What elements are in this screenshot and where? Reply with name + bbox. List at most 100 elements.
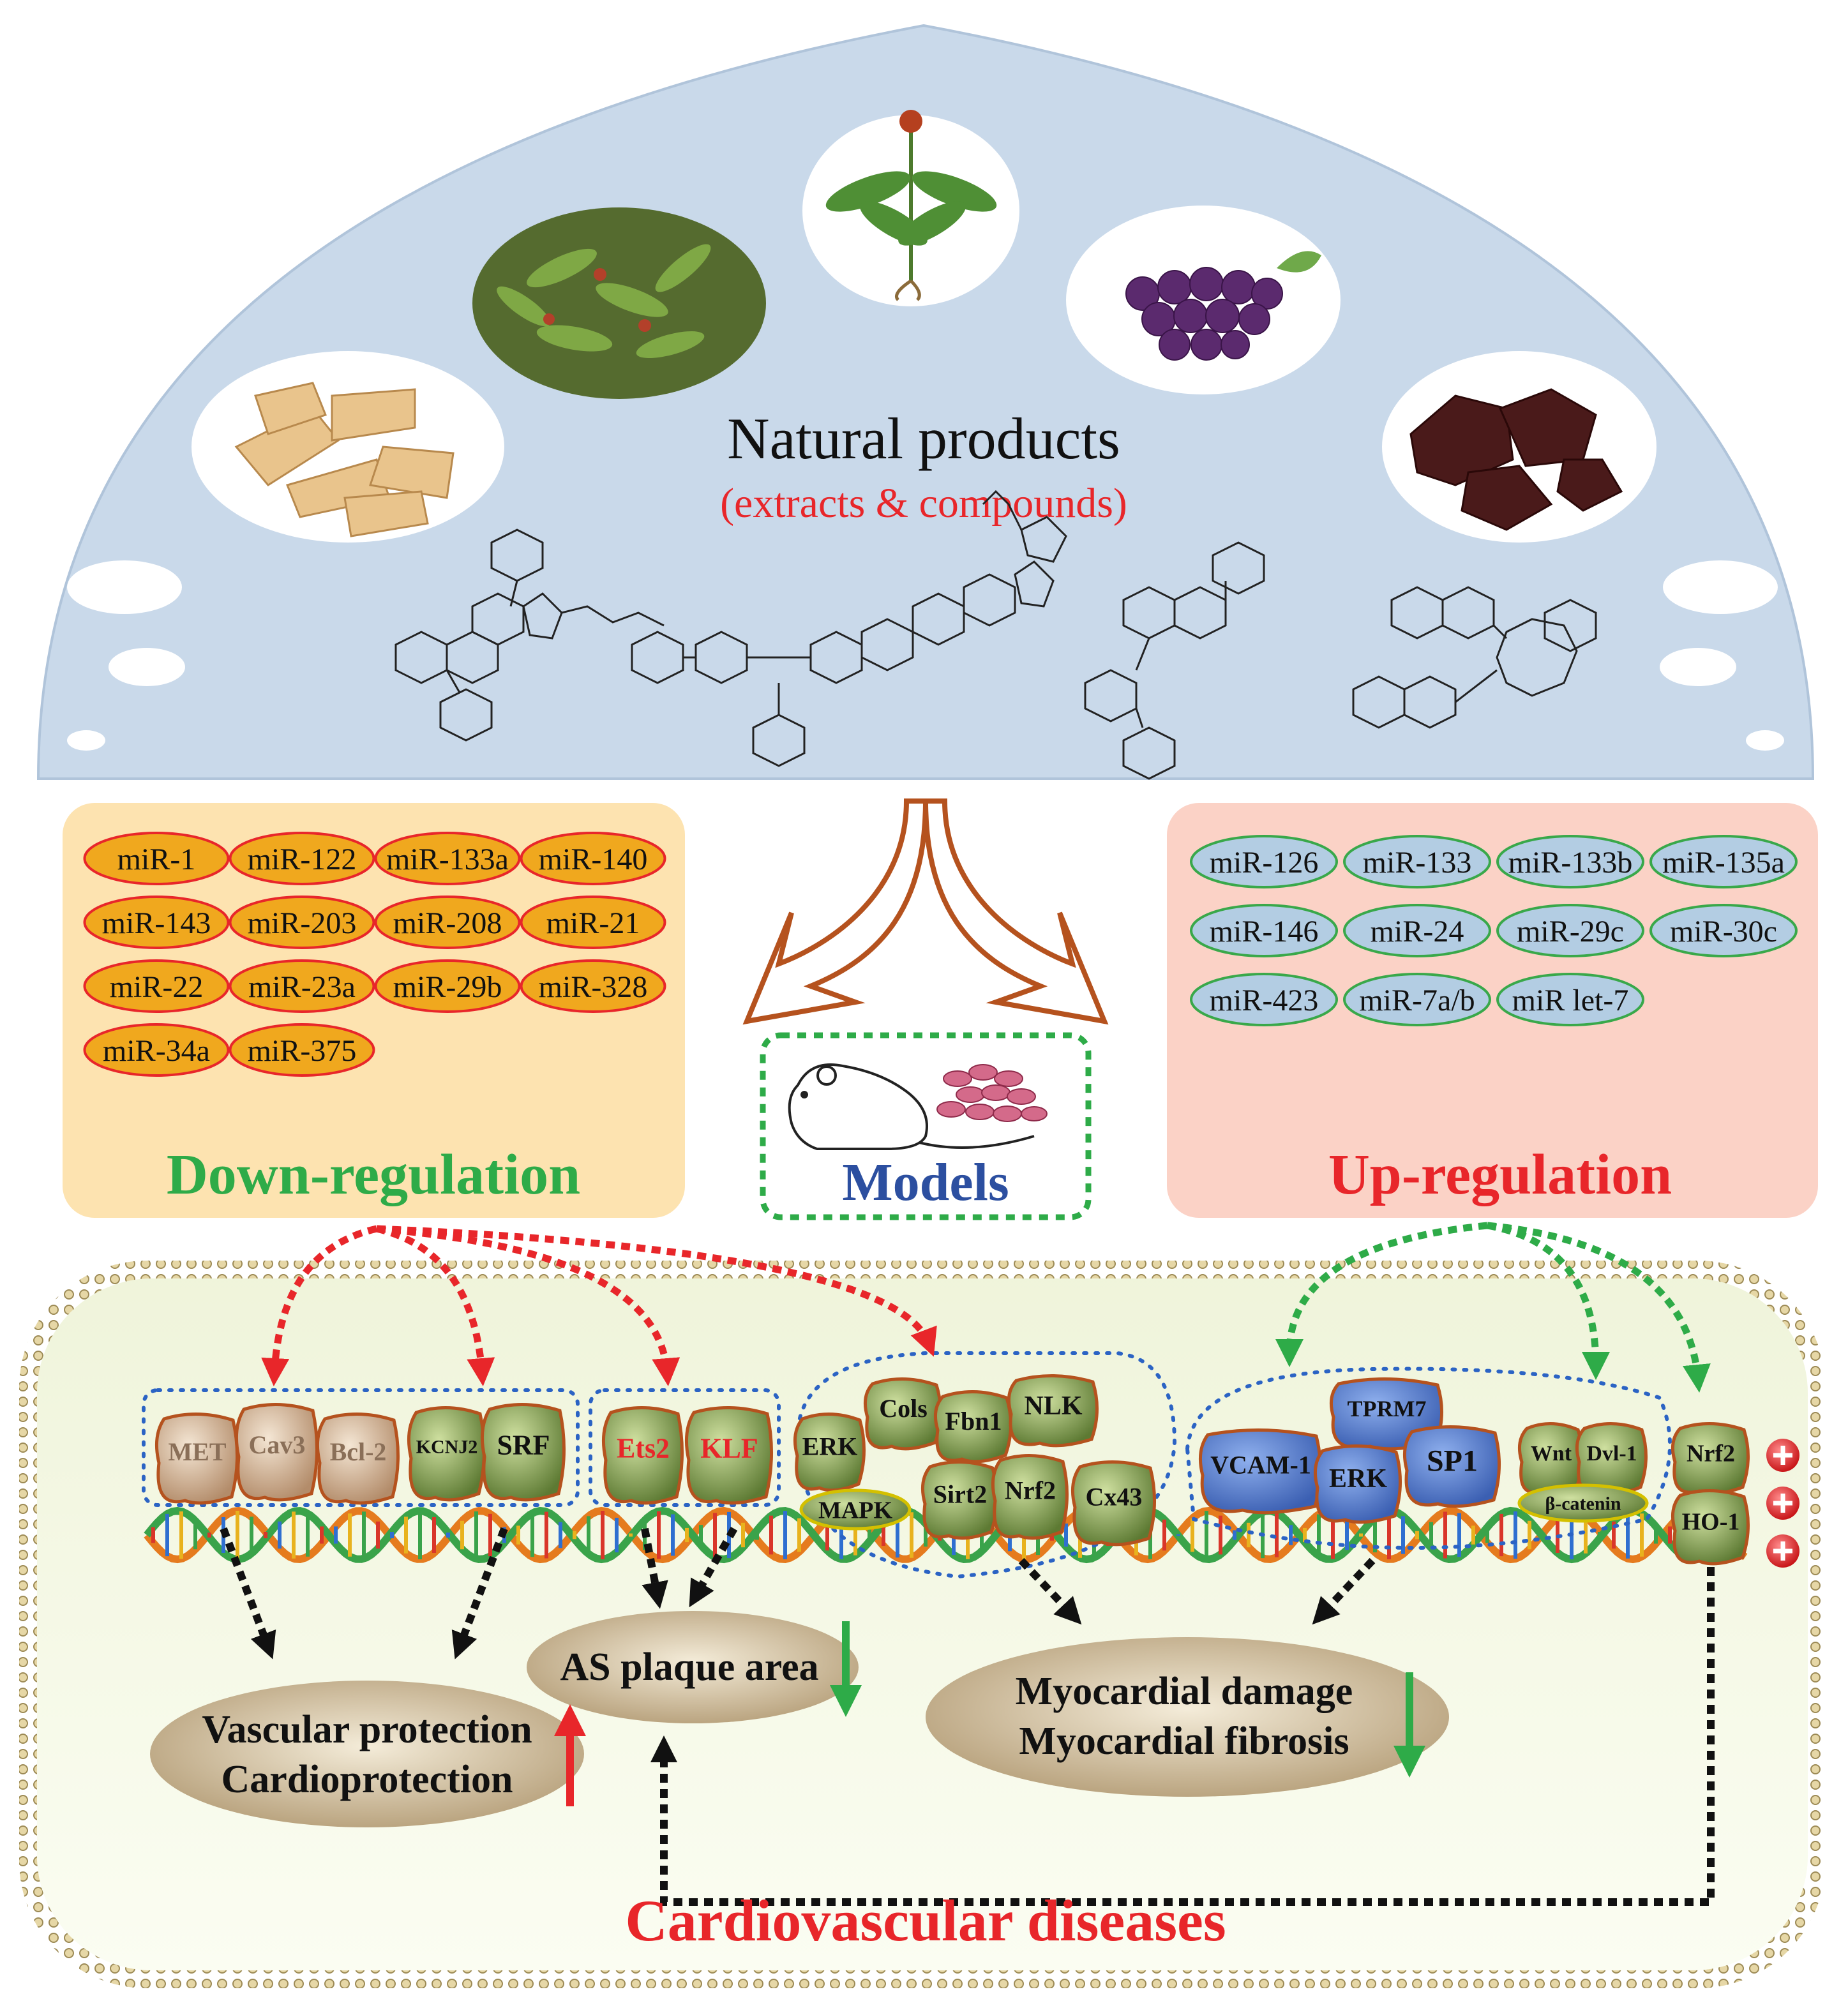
decrease-arrow-icon xyxy=(830,1621,862,1717)
mirna-label: miR-126 xyxy=(1210,846,1319,880)
mirna-pill: miR-23a xyxy=(229,959,375,1013)
compound-structure-3 xyxy=(1084,541,1265,780)
mirna-label: miR-24 xyxy=(1371,915,1464,948)
mirna-label: miR-21 xyxy=(546,906,640,940)
target-protein: SRF xyxy=(480,1402,566,1502)
mirna-pill: miR-29b xyxy=(374,959,521,1013)
herb-slices-image xyxy=(192,351,504,543)
mirna-pill: miR-30c xyxy=(1649,904,1798,957)
mirna-pill: miR-1 xyxy=(83,832,230,885)
up-regulation-arrows xyxy=(1275,1222,1711,1393)
mirna-label: miR-7a/b xyxy=(1359,984,1475,1017)
outcome-myocardial: Myocardial damage Myocardial fibrosis xyxy=(926,1637,1449,1797)
cell-culture-icon xyxy=(936,1064,1048,1122)
protein-label: KLF xyxy=(700,1432,758,1464)
protein-label: Wnt xyxy=(1531,1442,1572,1465)
mouse-icon xyxy=(788,1063,1035,1150)
mirna-label: miR-146 xyxy=(1210,915,1319,948)
plaque-area-text: AS plaque area xyxy=(560,1645,818,1689)
mirna-label: miR-133b xyxy=(1508,846,1633,880)
mirna-pill: miR-122 xyxy=(229,832,375,885)
target-protein: ERK xyxy=(1313,1444,1402,1524)
myocardial-damage-text: Myocardial damage xyxy=(1016,1670,1353,1713)
protein-label: HO-1 xyxy=(1682,1509,1740,1536)
protein-label: NLK xyxy=(1024,1391,1082,1421)
increase-arrow-icon xyxy=(554,1704,586,1806)
target-protein: NLK xyxy=(1007,1374,1099,1448)
mirna-pill: miR-133b xyxy=(1496,835,1644,888)
protein-label: MET xyxy=(168,1437,226,1466)
mirna-pill: miR let-7 xyxy=(1496,973,1644,1026)
mirna-pill: miR-375 xyxy=(229,1023,375,1077)
target-protein: Cols xyxy=(863,1377,942,1451)
up-mirna-list: miR-126 miR-133 miR-133b miR-135a miR-146 miR… xyxy=(1190,835,1798,1026)
mirna-label: miR-30c xyxy=(1670,915,1777,948)
up-regulation-panel: miR-126 miR-133 miR-133b miR-135a miR-146 miR… xyxy=(1167,803,1818,1218)
target-group-outlines xyxy=(142,1351,1672,1579)
mirna-pill: miR-34a xyxy=(83,1023,230,1077)
mirna-label: miR-1 xyxy=(117,843,196,876)
mirna-pill: miR-22 xyxy=(83,959,230,1013)
plus-icon xyxy=(1766,1439,1799,1472)
mirna-pill: miR-7a/b xyxy=(1343,973,1491,1026)
mirna-label: miR-135a xyxy=(1662,846,1785,880)
effect-arrows xyxy=(220,1527,1715,1906)
target-protein: Sirt2 xyxy=(920,1460,999,1540)
outcome-plaque: AS plaque area xyxy=(527,1611,859,1723)
protein-label: TPRM7 xyxy=(1348,1396,1427,1421)
mirna-label: miR let-7 xyxy=(1512,984,1629,1017)
models-label: Models xyxy=(842,1153,1009,1212)
target-protein: VCAM-1 xyxy=(1198,1428,1323,1515)
dried-fruit-image xyxy=(1382,351,1656,543)
mirna-pill: miR-29c xyxy=(1496,904,1644,957)
target-protein: Nrf2 xyxy=(991,1453,1069,1540)
mirna-label: miR-203 xyxy=(248,906,357,940)
mirna-label: miR-328 xyxy=(539,970,648,1004)
target-protein: Wnt xyxy=(1517,1422,1584,1495)
mirna-pill: miR-135a xyxy=(1649,835,1798,888)
mirna-label: miR-22 xyxy=(110,970,204,1004)
target-protein: ERK xyxy=(793,1413,866,1492)
activation-plus-icons xyxy=(1766,1439,1799,1568)
compound-structure-1 xyxy=(394,528,665,742)
split-arrow xyxy=(742,798,1109,1025)
protein-label: KCNJ2 xyxy=(416,1436,478,1457)
cardiovascular-diseases-title: Cardiovascular diseases xyxy=(625,1888,1226,1953)
protein-label: Ets2 xyxy=(617,1432,670,1464)
protein-label: Dvl-1 xyxy=(1586,1442,1637,1465)
cell xyxy=(19,1261,1826,1988)
mirna-label: miR-29b xyxy=(393,970,502,1004)
mirna-label: miR-375 xyxy=(248,1034,357,1068)
compound-structure-4 xyxy=(1352,586,1597,729)
protein-label: Nrf2 xyxy=(1686,1441,1735,1467)
myocardial-fibrosis-text: Myocardial fibrosis xyxy=(1019,1720,1349,1763)
mirna-label: miR-133a xyxy=(386,843,509,876)
mirna-label: miR-29c xyxy=(1517,915,1624,948)
mirna-pill: miR-203 xyxy=(229,896,375,949)
target-protein: KCNJ2 xyxy=(407,1405,486,1502)
mirna-pill: miR-423 xyxy=(1190,973,1338,1026)
mirna-label: miR-133 xyxy=(1363,846,1472,880)
protein-label: β-catenin xyxy=(1545,1494,1621,1515)
target-protein: Ets2 xyxy=(601,1405,684,1505)
mirna-pill: miR-146 xyxy=(1190,904,1338,957)
mirna-pill: miR-328 xyxy=(520,959,666,1013)
protein-label: ERK xyxy=(802,1432,858,1460)
target-protein: Cav3 xyxy=(234,1402,319,1502)
down-regulation-arrows xyxy=(261,1225,937,1386)
up-regulation-label: Up-regulation xyxy=(1328,1143,1672,1206)
protein-label: ERK xyxy=(1329,1464,1387,1494)
decrease-arrow-icon xyxy=(1394,1672,1425,1778)
protein-label: Cols xyxy=(879,1394,928,1423)
target-protein: HO-1 xyxy=(1671,1488,1750,1566)
target-protein: Cx43 xyxy=(1070,1460,1157,1547)
target-protein: Bcl-2 xyxy=(315,1412,400,1505)
plus-icon xyxy=(1766,1487,1799,1520)
mirna-pill: miR-133a xyxy=(374,832,521,885)
target-protein: MET xyxy=(154,1412,239,1505)
protein-label: VCAM-1 xyxy=(1210,1451,1311,1480)
